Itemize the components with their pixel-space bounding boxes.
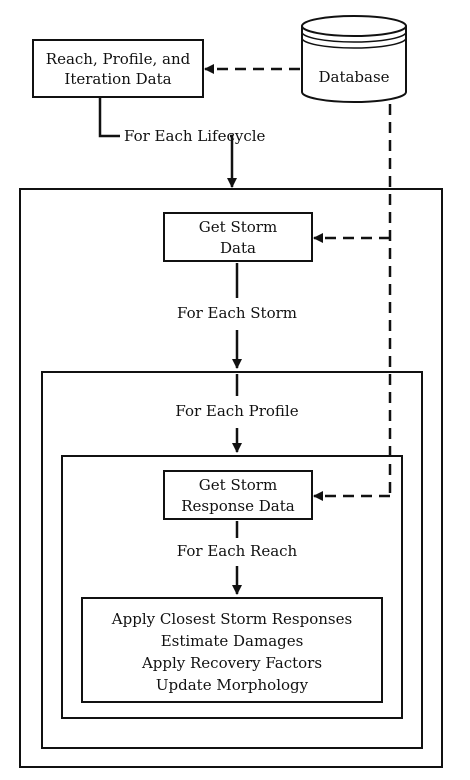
get-storm-data-box: Get Storm Data xyxy=(163,212,313,262)
action-update-morphology: Update Morphology xyxy=(156,676,309,694)
action-apply-storm-responses: Apply Closest Storm Responses xyxy=(111,610,352,628)
data-box-line-2: Iteration Data xyxy=(64,70,171,88)
for-each-profile-label: For Each Profile xyxy=(175,402,298,420)
action-estimate-damages: Estimate Damages xyxy=(161,632,304,650)
data-box-line-1: Reach, Profile, and xyxy=(46,50,191,68)
database-label: Database xyxy=(318,68,389,86)
storm-response-box-line-1: Get Storm xyxy=(199,476,277,494)
storm-loop-container xyxy=(41,371,423,749)
profile-loop-container xyxy=(61,455,403,719)
action-apply-recovery-factors: Apply Recovery Factors xyxy=(141,654,322,672)
storm-response-box-line-2: Response Data xyxy=(181,497,295,515)
database-cylinder: Database xyxy=(301,15,407,103)
lifecycle-arrow xyxy=(227,134,237,188)
reach-actions-box: Apply Closest Storm Responses Estimate D… xyxy=(81,597,383,703)
reach-profile-iteration-data-box: Reach, Profile, and Iteration Data xyxy=(32,39,204,98)
storm-data-box-line-2: Data xyxy=(220,239,256,257)
for-each-lifecycle-label: For Each Lifecycle xyxy=(124,127,266,145)
for-each-reach-label: For Each Reach xyxy=(177,542,298,560)
storm-data-box-line-1: Get Storm xyxy=(199,218,277,236)
lifecycle-loop-container xyxy=(19,188,443,768)
lifecycle-connector xyxy=(98,97,120,138)
for-each-storm-label: For Each Storm xyxy=(177,304,297,322)
get-storm-response-data-box: Get Storm Response Data xyxy=(163,470,313,520)
